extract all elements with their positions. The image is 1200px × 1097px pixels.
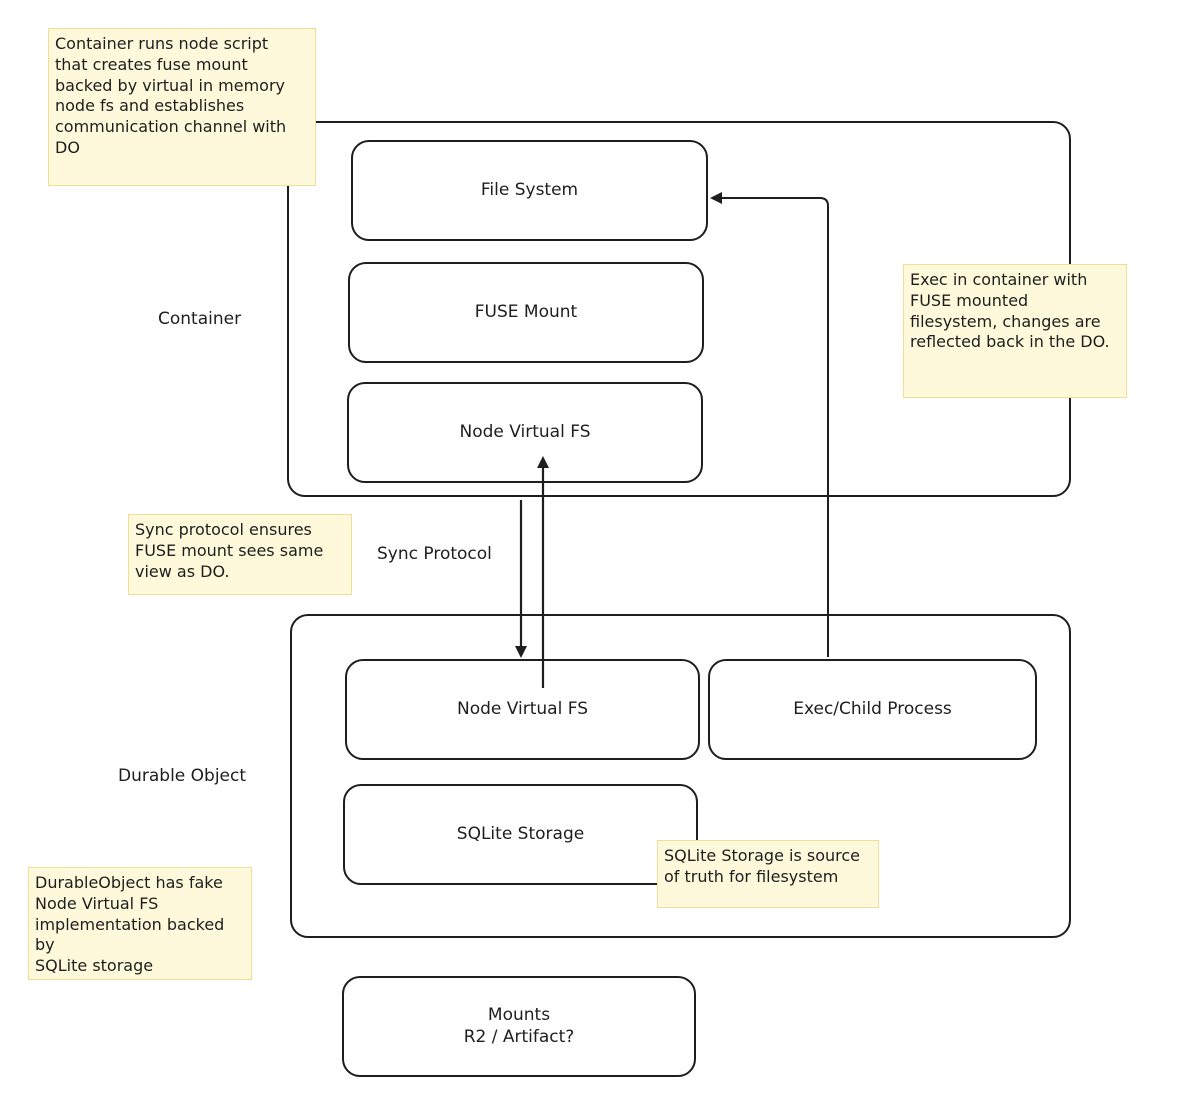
exec-child-process-label: Exec/Child Process — [793, 698, 952, 719]
sync-protocol-label: Sync Protocol — [377, 544, 492, 564]
do-node-virtual-fs-node: Node Virtual FS — [345, 659, 700, 760]
sqlite-storage-label: SQLite Storage — [456, 823, 585, 844]
container-node-virtual-fs-label: Node Virtual FS — [459, 421, 591, 442]
file-system-node: File System — [351, 140, 708, 241]
sqlite-note: SQLite Storage is source of truth for fi… — [657, 840, 879, 908]
fuse-mount-label: FUSE Mount — [474, 301, 578, 322]
container-node-virtual-fs-node: Node Virtual FS — [347, 382, 703, 483]
sync-note: Sync protocol ensures FUSE mount sees sa… — [128, 514, 352, 595]
fuse-mount-node: FUSE Mount — [348, 262, 704, 363]
durable-object-note: DurableObject has fake Node Virtual FS i… — [28, 867, 252, 980]
mounts-sublabel: R2 / Artifact? — [463, 1026, 575, 1047]
container-group-label: Container — [158, 309, 242, 329]
durable-object-group-label: Durable Object — [118, 766, 247, 786]
durable-object-group — [290, 614, 1071, 938]
container-note: Container runs node script that creates … — [48, 28, 316, 186]
file-system-label: File System — [480, 179, 579, 200]
mounts-node: Mounts R2 / Artifact? — [342, 976, 696, 1077]
exec-note: Exec in container with FUSE mounted file… — [903, 264, 1127, 398]
exec-child-process-node: Exec/Child Process — [708, 659, 1037, 760]
sqlite-storage-node: SQLite Storage — [343, 784, 698, 885]
mounts-label: Mounts — [487, 1005, 551, 1026]
do-node-virtual-fs-label: Node Virtual FS — [457, 698, 588, 719]
